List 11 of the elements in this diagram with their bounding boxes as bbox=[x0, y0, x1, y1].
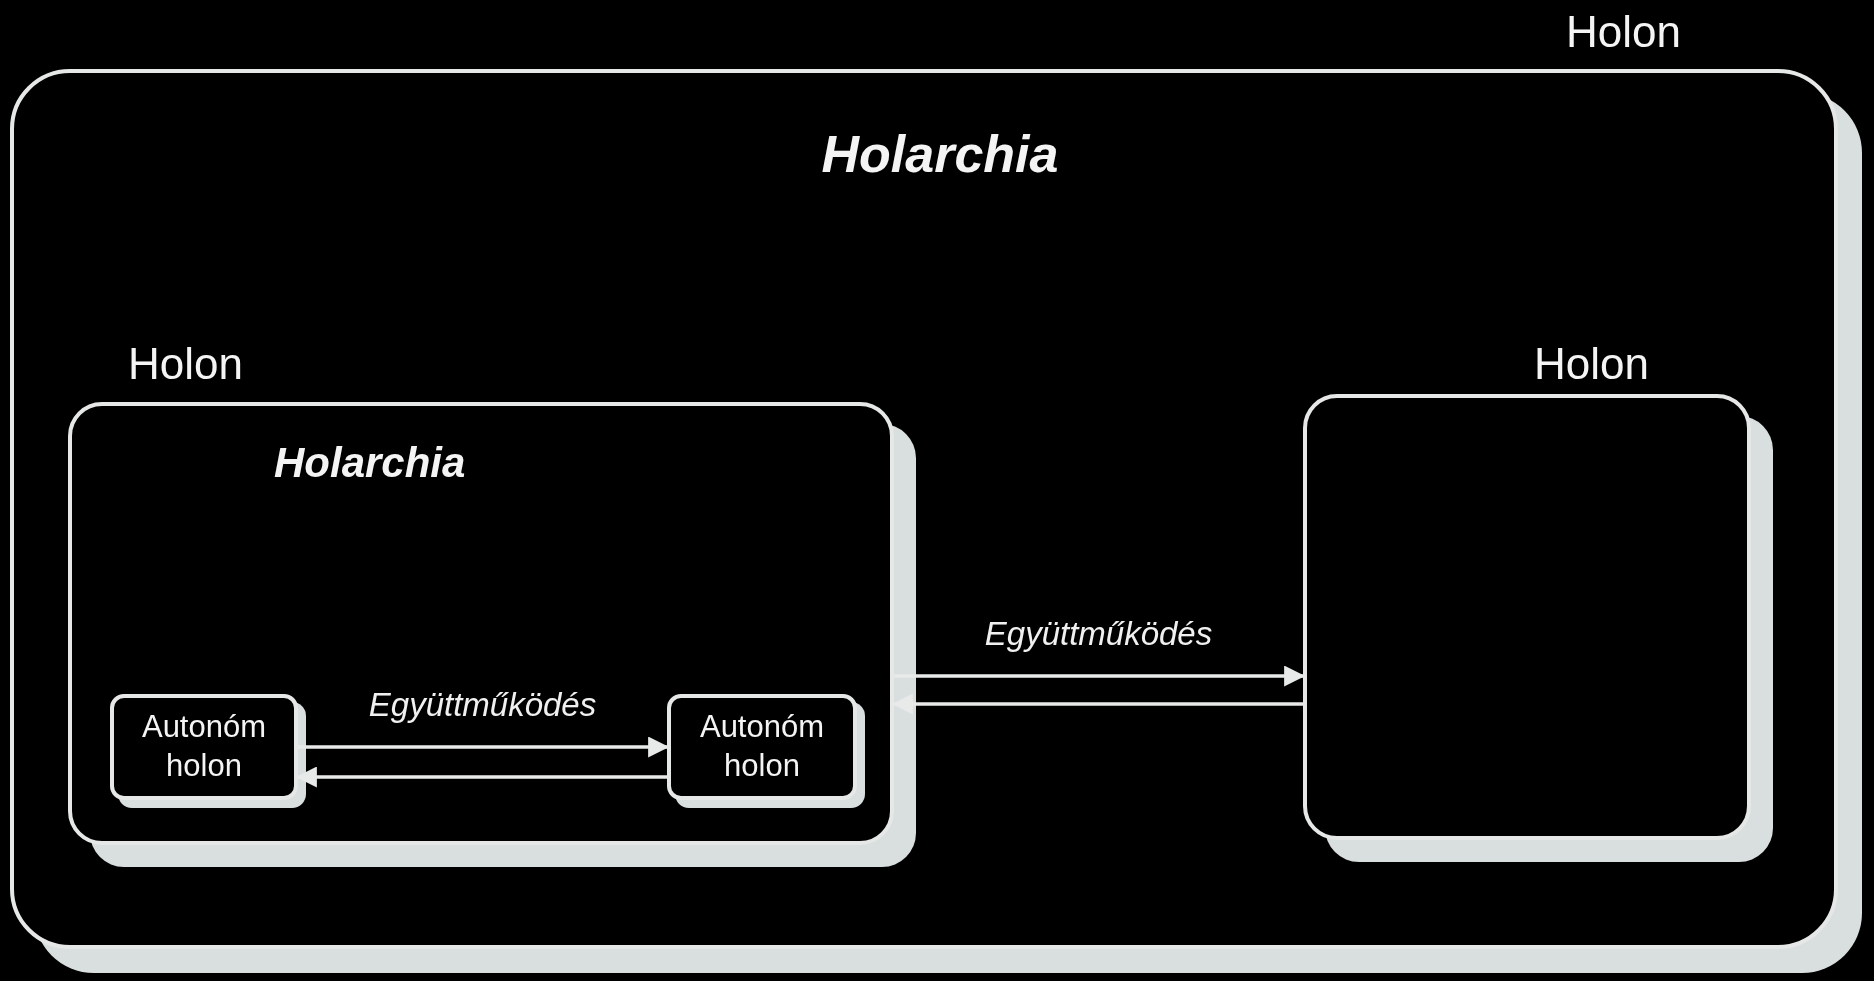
arrow bbox=[295, 766, 667, 788]
node-text: Autonóm holon bbox=[140, 708, 268, 785]
holon-label: Holon bbox=[128, 340, 243, 389]
holarchia-title: Holarchia bbox=[274, 440, 466, 487]
holon-label: Holon bbox=[1566, 8, 1681, 57]
holarchia-title: Holarchia bbox=[821, 126, 1059, 184]
holon-label: Holon bbox=[1534, 340, 1649, 389]
node-text: Autonóm holon bbox=[698, 708, 826, 785]
arrow bbox=[298, 736, 670, 758]
arrow bbox=[894, 665, 1306, 687]
arrow bbox=[891, 693, 1303, 715]
